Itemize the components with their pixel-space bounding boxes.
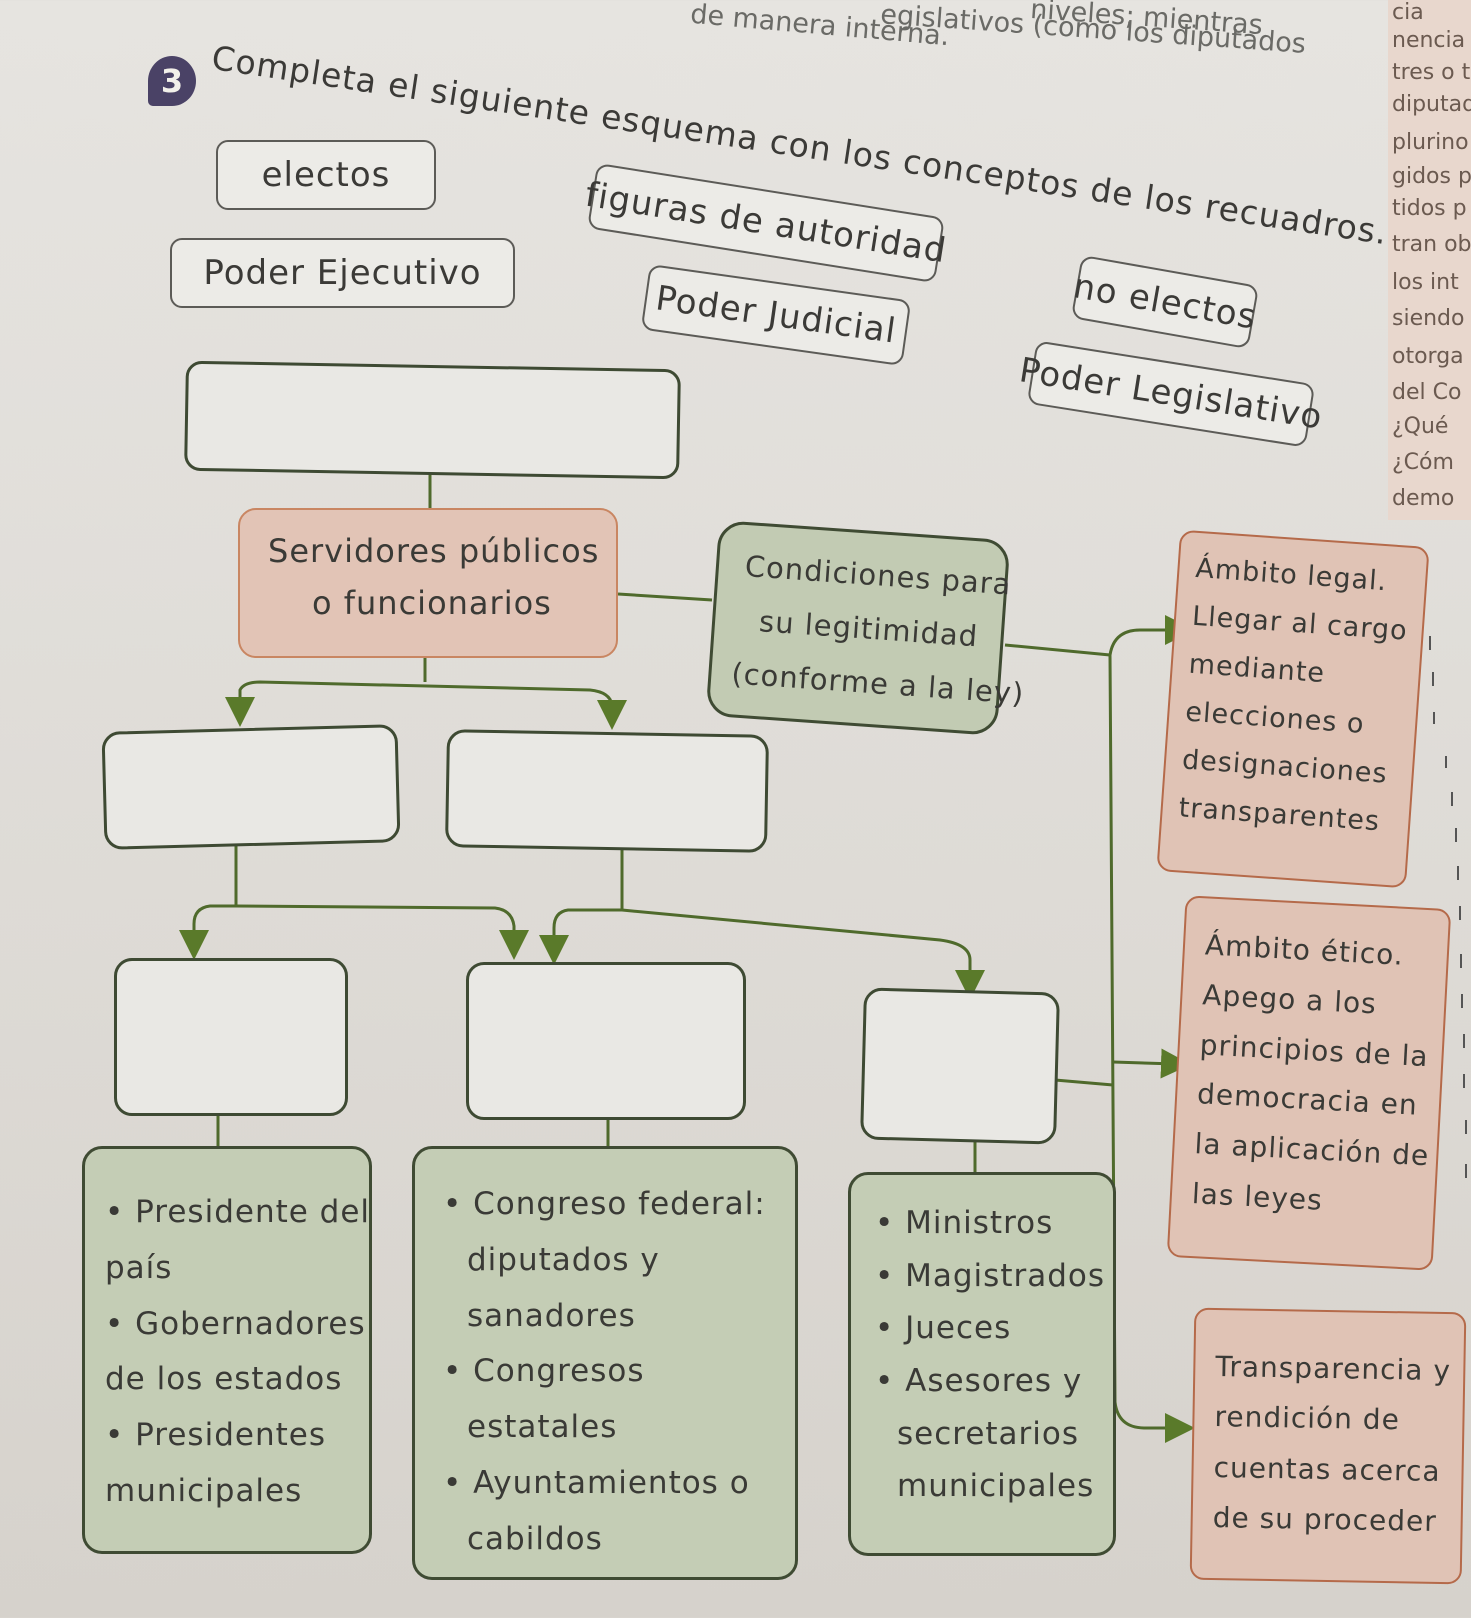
- transparencia-line: de su proceder: [1212, 1501, 1438, 1539]
- ejecutivo-list: Presidente del país Gobernadores de los …: [105, 1185, 373, 1520]
- list-item: Ayuntamientos o: [443, 1456, 793, 1512]
- transparencia-text: Transparencia y rendición de cuentas ace…: [1212, 1342, 1463, 1548]
- box-legislativo: Congreso federal: diputados y sanadores …: [412, 1146, 798, 1580]
- blank-level2-left[interactable]: [101, 724, 401, 850]
- margin-word: plurino: [1392, 130, 1469, 155]
- list-item: Congreso federal:: [443, 1177, 793, 1233]
- list-item-cont: municipales: [897, 1468, 1095, 1505]
- list-item-cont: diputados y: [467, 1241, 660, 1278]
- margin-word: tidos p: [1392, 196, 1467, 221]
- legislativo-list: Congreso federal: diputados y sanadores …: [443, 1177, 793, 1568]
- list-item: Asesores y: [875, 1355, 1115, 1408]
- word-poder-ejecutivo[interactable]: Poder Ejecutivo: [170, 238, 515, 308]
- margin-word: cia: [1392, 0, 1424, 25]
- servidores-line1: Servidores públicos: [268, 532, 600, 570]
- box-ejecutivo: Presidente del país Gobernadores de los …: [82, 1146, 372, 1554]
- list-item-cont: secretarios: [897, 1415, 1080, 1452]
- ambito-legal-text: Ámbito legal. Llegar al cargo mediante e…: [1177, 545, 1429, 849]
- list-item-cont: sanadores: [467, 1297, 636, 1334]
- blank-level3-right[interactable]: [860, 987, 1060, 1145]
- margin-word: tres o tr: [1392, 60, 1471, 85]
- list-item: Congresos: [443, 1344, 793, 1400]
- margin-word: ¿Qué: [1392, 414, 1449, 439]
- box-judicial: Ministros Magistrados Jueces Asesores y …: [848, 1172, 1116, 1556]
- condiciones-line3: (conforme a la ley): [730, 656, 1026, 711]
- margin-word: tran ob: [1392, 232, 1471, 257]
- margin-word: ¿Cóm: [1392, 450, 1454, 475]
- ambito-legal-box: Ámbito legal. Llegar al cargo mediante e…: [1156, 529, 1430, 889]
- condiciones-line2: su legitimidad: [758, 604, 980, 654]
- list-item-cont: de los estados: [105, 1361, 343, 1398]
- transparencia-box: Transparencia y rendición de cuentas ace…: [1189, 1307, 1467, 1585]
- list-item-cont: estatales: [467, 1409, 618, 1446]
- list-item-cont: municipales: [105, 1472, 303, 1509]
- blank-root[interactable]: [184, 360, 681, 480]
- condiciones-box: Condiciones para su legitimidad (conform…: [705, 520, 1025, 736]
- ambito-etico-box: Ámbito ético. Apego a los principios de …: [1166, 895, 1452, 1271]
- margin-word: diputad: [1392, 92, 1471, 117]
- servidores-line2: o funcionarios: [312, 584, 552, 622]
- transparencia-line: rendición de: [1214, 1400, 1401, 1437]
- list-item: Presidentes: [105, 1408, 373, 1464]
- blank-level2-right[interactable]: [444, 729, 770, 853]
- margin-word: siendo: [1392, 306, 1465, 331]
- margin-word: del Co: [1392, 380, 1462, 405]
- margin-word: demo: [1392, 486, 1455, 511]
- list-item: Ministros: [875, 1197, 1115, 1250]
- ambito-etico-text: Ámbito ético. Apego a los principios de …: [1191, 920, 1446, 1231]
- list-item: Gobernadores: [105, 1297, 373, 1353]
- list-item: Presidente del: [105, 1185, 373, 1241]
- servidores-box: Servidores públicos o funcionarios: [238, 508, 618, 658]
- condiciones-line1: Condiciones para: [743, 549, 1013, 602]
- judicial-list: Ministros Magistrados Jueces Asesores y …: [875, 1197, 1115, 1513]
- margin-word: nencia e: [1392, 28, 1471, 53]
- margin-word: los int: [1392, 270, 1459, 295]
- blank-level3-middle[interactable]: [466, 962, 746, 1120]
- margin-strip: [1388, 0, 1471, 520]
- margin-word: otorga: [1392, 344, 1464, 369]
- margin-word: gidos p: [1392, 164, 1471, 189]
- word-electos[interactable]: electos: [216, 140, 436, 210]
- list-item-cont: país: [105, 1249, 173, 1286]
- transparencia-line: cuentas acerca: [1213, 1450, 1441, 1488]
- list-item: Jueces: [875, 1302, 1115, 1355]
- list-item: Magistrados: [875, 1250, 1115, 1303]
- transparencia-line: Transparencia y: [1215, 1350, 1452, 1388]
- blank-level3-left[interactable]: [114, 958, 348, 1116]
- list-item-cont: cabildos: [467, 1520, 603, 1557]
- activity-number-badge: 3: [148, 56, 196, 106]
